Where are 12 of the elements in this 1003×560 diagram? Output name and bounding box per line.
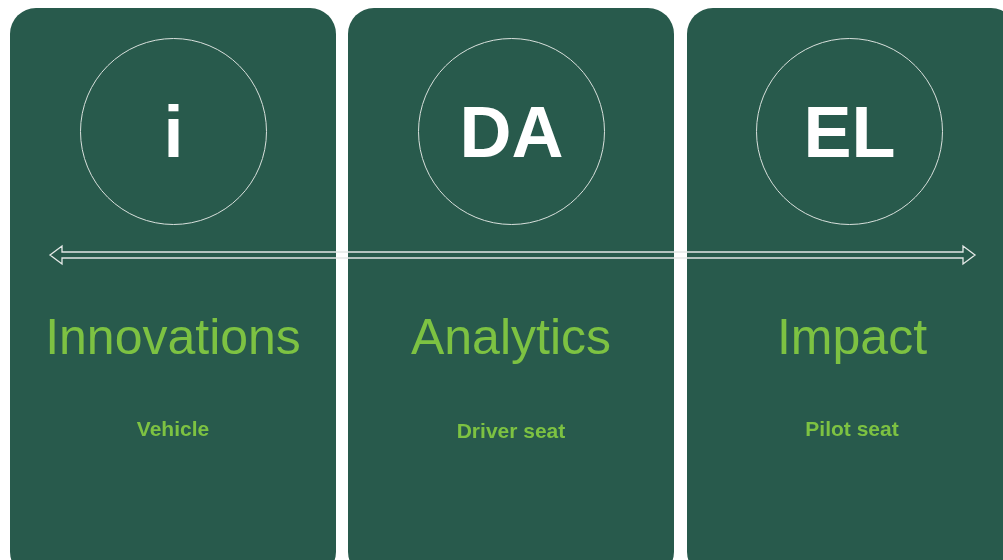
badge-letters: DA [459, 95, 564, 168]
card-subtitle: Driver seat [456, 420, 566, 441]
badge-letters: EL [803, 95, 896, 168]
badge-letters: i [163, 95, 184, 168]
card-subtitle: Vehicle [136, 418, 210, 439]
card-heading: Innovations [45, 312, 301, 362]
card-subtitle: Pilot seat [805, 418, 899, 439]
card-heading: Impact [776, 312, 928, 362]
card-panel [687, 8, 1003, 560]
card-panel [10, 8, 336, 560]
card-heading: Analytics [410, 312, 612, 362]
card-panel [348, 8, 674, 560]
